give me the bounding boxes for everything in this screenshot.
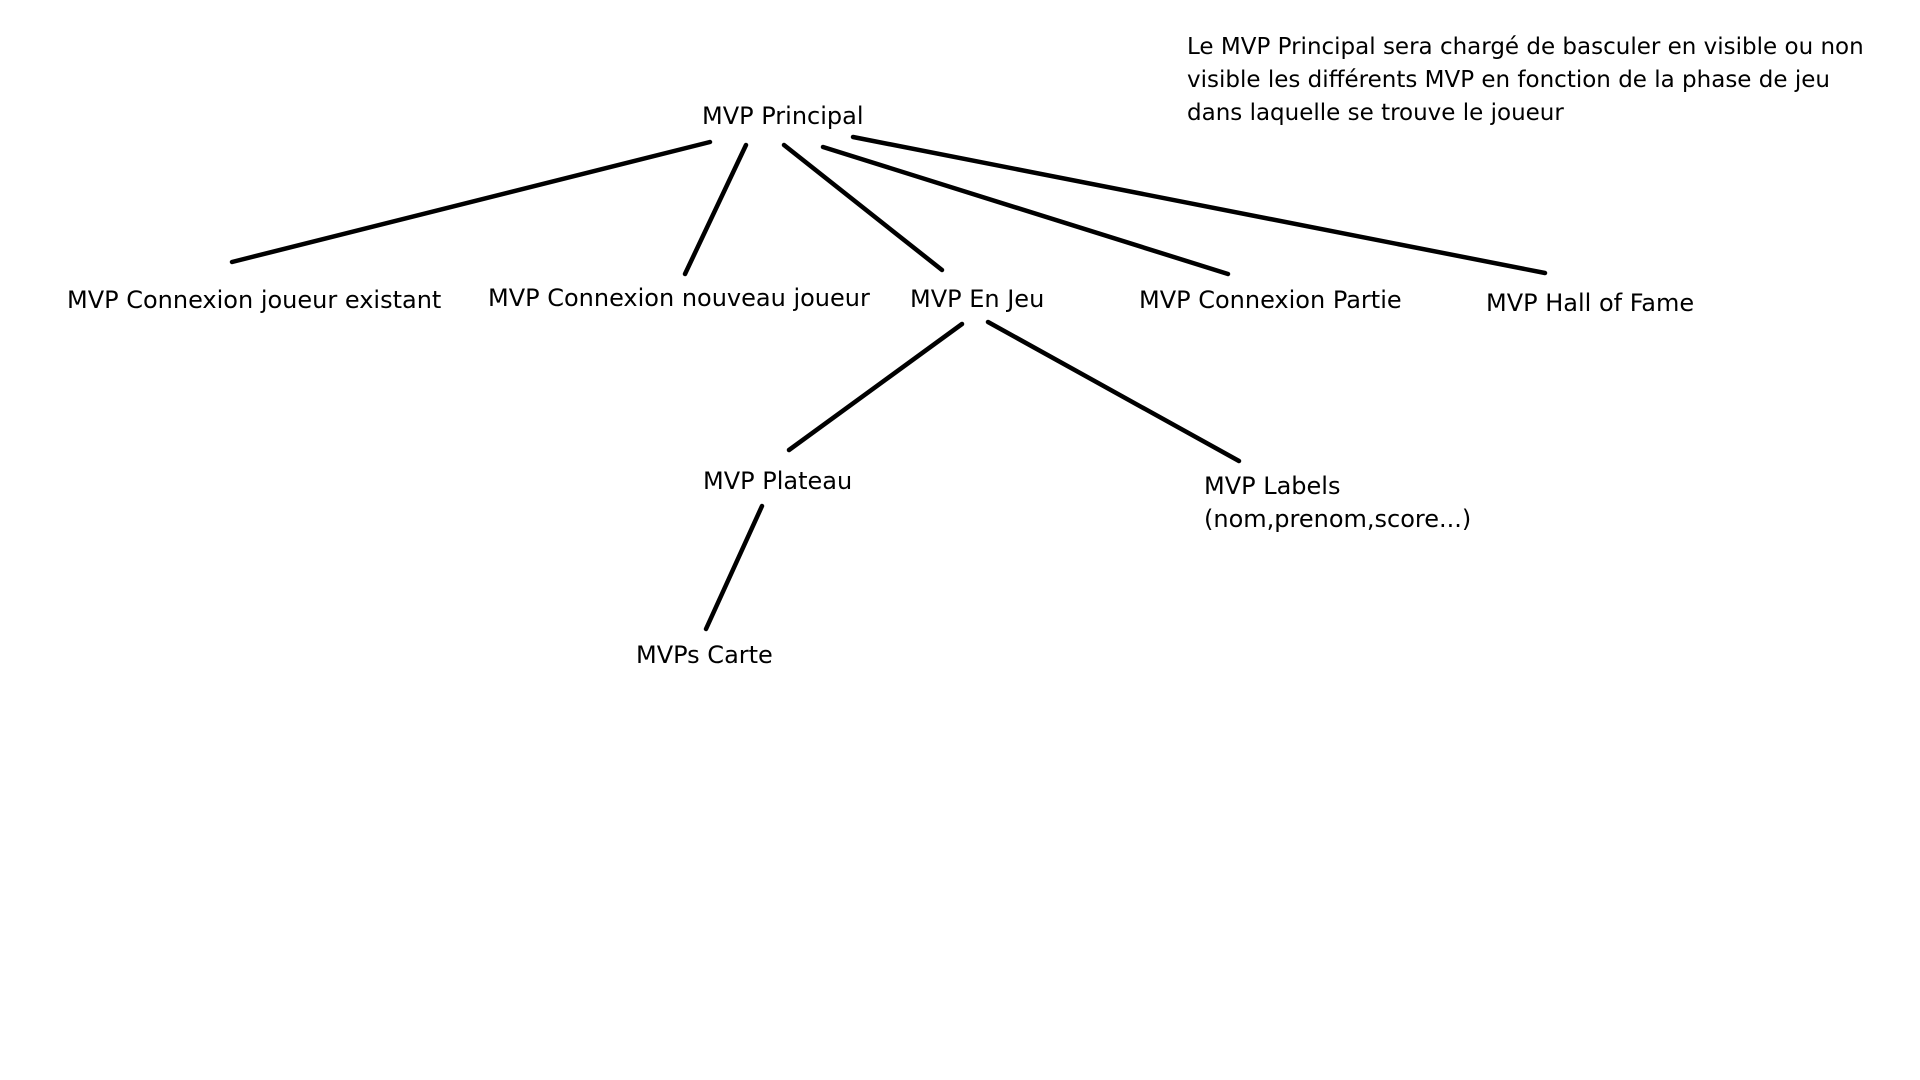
note-line-1: Le MVP Principal sera chargé de basculer… <box>1187 34 1864 60</box>
edge-en-jeu-plateau <box>786 321 965 453</box>
edge-principal-connexion-partie <box>820 144 1231 277</box>
node-mvp-connexion-joueur-existant: MVP Connexion joueur existant <box>67 286 442 314</box>
edge-en-jeu-labels <box>985 319 1242 464</box>
edge-principal-en-jeu <box>781 142 945 273</box>
note-line-2: visible les différents MVP en fonction d… <box>1187 67 1830 93</box>
node-mvp-principal: MVP Principal <box>702 102 864 130</box>
node-mvp-labels-title: MVP Labels <box>1204 472 1341 500</box>
edge-plateau-carte <box>703 503 765 632</box>
edge-principal-connexion-nouveau <box>682 142 749 277</box>
note-line-3: dans laquelle se trouve le joueur <box>1187 100 1564 126</box>
node-mvp-labels-fields: (nom,prenom,score...) <box>1204 505 1472 533</box>
node-mvp-hall-of-fame: MVP Hall of Fame <box>1486 289 1695 317</box>
diagram-note: Le MVP Principal sera chargé de basculer… <box>1187 31 1864 130</box>
node-mvp-connexion-nouveau-joueur: MVP Connexion nouveau joueur <box>488 284 870 312</box>
node-mvp-labels: MVP Labels (nom,prenom,score...) <box>1204 470 1471 536</box>
node-mvp-plateau: MVP Plateau <box>703 467 853 495</box>
edge-principal-connexion-existant <box>229 139 713 265</box>
node-mvps-carte: MVPs Carte <box>636 641 773 669</box>
node-mvp-en-jeu: MVP En Jeu <box>910 285 1045 313</box>
node-mvp-connexion-partie: MVP Connexion Partie <box>1139 286 1402 314</box>
edge-principal-hall-of-fame <box>850 134 1548 276</box>
